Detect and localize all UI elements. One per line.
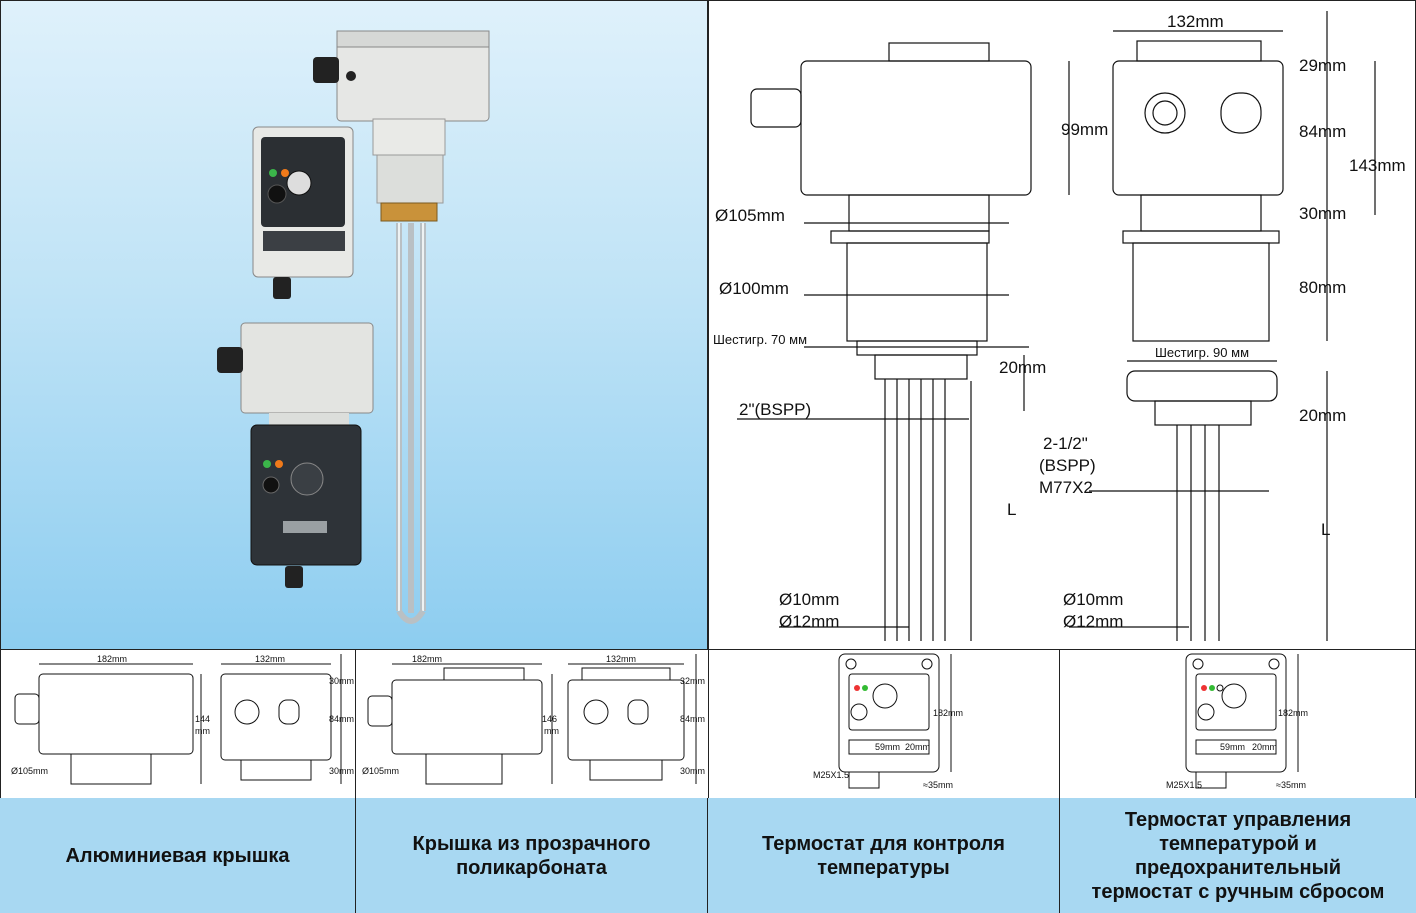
- caption-polycarbonate: Крышка из прозрачного поликарбоната: [356, 798, 708, 913]
- front-thread-length: 20mm: [999, 358, 1046, 377]
- poly-w1: 182mm: [412, 654, 442, 664]
- product-photo-illustration: [217, 30, 490, 624]
- t2-depth: ≈35mm: [1276, 780, 1306, 790]
- front-hex-label: Шестигр. 70 мм: [713, 332, 807, 347]
- thermostat-1-drawing-cell: 182mm 59mm 20mm M25X1.5 ≈35mm: [708, 649, 1060, 799]
- main-technical-drawing: 99mm Ø105mm Ø100mm Шестигр. 70 мм 20mm 2…: [713, 11, 1406, 641]
- poly-h2: 84mm: [680, 714, 705, 724]
- caption-thermostat-line1: Термостат для контроля: [762, 832, 1005, 855]
- front-thread-label: 2"(BSPP): [739, 400, 811, 419]
- caption-thermostat-line2: температуры: [817, 856, 950, 879]
- t1-depth: ≈35mm: [923, 780, 953, 790]
- alu-w2: 132mm: [255, 654, 285, 664]
- alu-h1: 30mm: [329, 676, 354, 686]
- front-tube-d2: Ø12mm: [779, 612, 839, 631]
- poly-h1: 32mm: [680, 676, 705, 686]
- thermostat-box-1: [252, 126, 354, 299]
- polycarbonate-lid-drawing-cell: 182mm 132mm 32mm 84mm 30mm 146 mm Ø105mm: [355, 649, 709, 799]
- photo-panel: [0, 0, 708, 650]
- heating-element-tubes: [396, 223, 426, 624]
- poly-d: Ø105mm: [362, 766, 399, 776]
- side-thread-line3: M77X2: [1039, 478, 1093, 497]
- aluminium-lid-drawing-cell: 182mm 132mm 30mm 84mm 30mm 144 mm Ø105mm: [0, 649, 356, 799]
- alu-total1: 144: [195, 714, 210, 724]
- t1-w2: 20mm: [905, 742, 930, 752]
- alu-h2: 84mm: [329, 714, 354, 724]
- polycarbonate-lid-drawing: 182mm 132mm 32mm 84mm 30mm 146 mm Ø105mm: [362, 654, 705, 785]
- front-dimension-lines: [737, 61, 1070, 641]
- t1-height: 182mm: [933, 708, 963, 718]
- heater-enclosure-lower: [217, 322, 374, 588]
- alu-total2: mm: [195, 726, 210, 736]
- side-tube-d1: Ø10mm: [1063, 590, 1123, 609]
- side-view-outline: [1112, 40, 1284, 641]
- front-flange-diameter: Ø105mm: [715, 206, 785, 225]
- poly-total1: 146: [542, 714, 557, 724]
- t2-gland: M25X1.5: [1166, 780, 1202, 790]
- t1-w: 59mm: [875, 742, 900, 752]
- caption-thermostat: Термостат для контроля температуры: [708, 798, 1060, 913]
- t2-w2: 20mm: [1252, 742, 1277, 752]
- side-tube-d2: Ø12mm: [1063, 612, 1123, 631]
- caption-aluminium: Алюминиевая крышка: [0, 798, 356, 913]
- caption-aluminium-text: Алюминиевая крышка: [65, 844, 290, 867]
- thermostat-2-drawing: 182mm 59mm 20mm M25X1.5 ≈35mm: [1166, 653, 1308, 790]
- side-hex-label: Шестигр. 90 мм: [1155, 345, 1249, 360]
- main-drawing-panel: 99mm Ø105mm Ø100mm Шестигр. 70 мм 20mm 2…: [708, 0, 1416, 650]
- t1-gland: M25X1.5: [813, 770, 849, 780]
- thermostat-2-drawing-cell: 182mm 59mm 20mm M25X1.5 ≈35mm: [1059, 649, 1416, 799]
- caption-polycarbonate-line2: поликарбоната: [456, 856, 607, 879]
- alu-h3: 30mm: [329, 766, 354, 776]
- front-length-label: L: [1007, 500, 1016, 519]
- side-box-label: 84mm: [1299, 122, 1346, 141]
- poly-w2: 132mm: [606, 654, 636, 664]
- alu-d: Ø105mm: [11, 766, 48, 776]
- caption-safety-line4: термостат с ручным сбросом: [1091, 880, 1385, 903]
- side-thread-length: 20mm: [1299, 406, 1346, 425]
- caption-safety-line3: предохранительный: [1134, 856, 1342, 879]
- caption-polycarbonate-line1: Крышка из прозрачного: [412, 832, 651, 855]
- front-body-diameter: Ø100mm: [719, 279, 789, 298]
- t2-w: 59mm: [1220, 742, 1245, 752]
- side-dimension-lines: [1069, 11, 1376, 641]
- side-body-label: 80mm: [1299, 278, 1346, 297]
- side-length-label: L: [1321, 520, 1330, 539]
- side-width-label: 132mm: [1167, 12, 1224, 31]
- caption-safety-thermostat: Термостат управления температурой и пред…: [1060, 798, 1416, 913]
- t2-height: 182mm: [1278, 708, 1308, 718]
- front-view-outline: [750, 42, 1032, 641]
- caption-row: [0, 798, 1416, 913]
- side-thread-line2: (BSPP): [1039, 456, 1096, 475]
- front-width-label: 99mm: [1061, 120, 1108, 139]
- poly-h3: 30mm: [680, 766, 705, 776]
- side-total-label: 143mm: [1349, 156, 1406, 175]
- side-cap-label: 29mm: [1299, 56, 1346, 75]
- caption-safety-line2: температурой и: [1159, 832, 1317, 855]
- front-tube-d1: Ø10mm: [779, 590, 839, 609]
- aluminium-lid-drawing: 182mm 132mm 30mm 84mm 30mm 144 mm Ø105mm: [11, 654, 354, 785]
- caption-safety-line1: Термостат управления: [1124, 808, 1352, 831]
- thermostat-1-drawing: 182mm 59mm 20mm M25X1.5 ≈35mm: [813, 653, 963, 790]
- side-thread-line1: 2-1/2": [1043, 434, 1088, 453]
- side-neck-label: 30mm: [1299, 204, 1346, 223]
- alu-w1: 182mm: [97, 654, 127, 664]
- poly-total2: mm: [544, 726, 559, 736]
- heater-enclosure-top: [313, 30, 490, 222]
